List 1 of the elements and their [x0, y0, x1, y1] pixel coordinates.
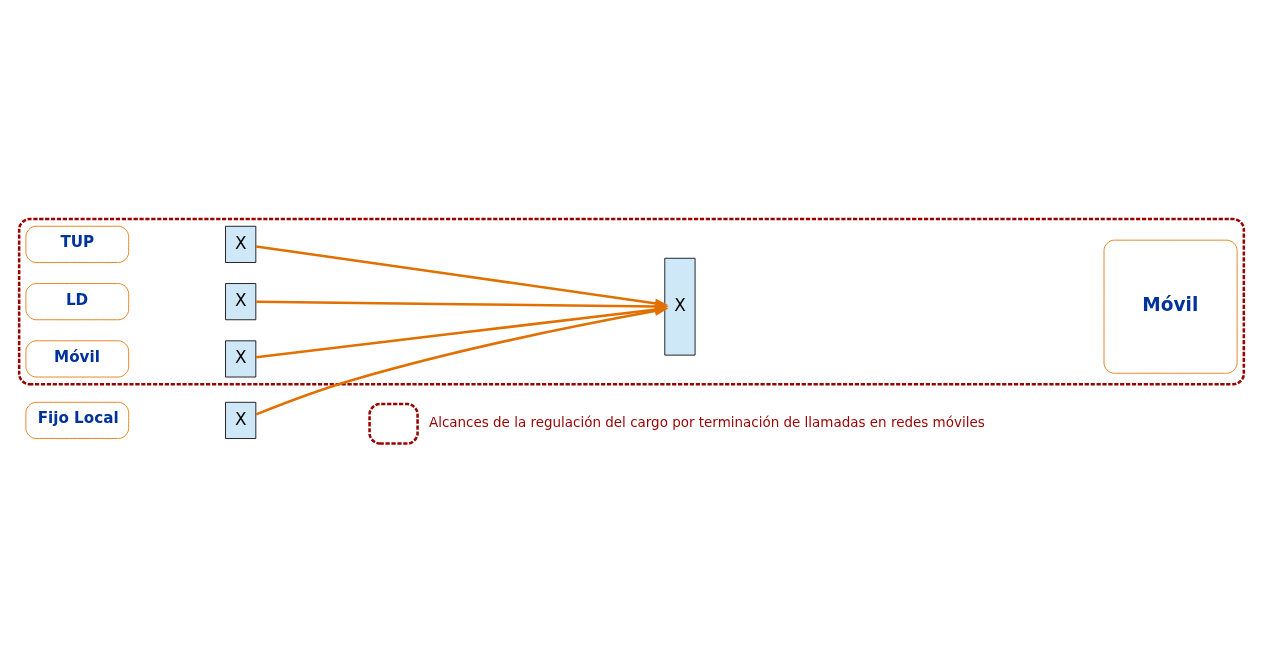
legend-label: Alcances de la regulación del cargo por terminación de llamadas en redes móviles — [428, 413, 985, 430]
